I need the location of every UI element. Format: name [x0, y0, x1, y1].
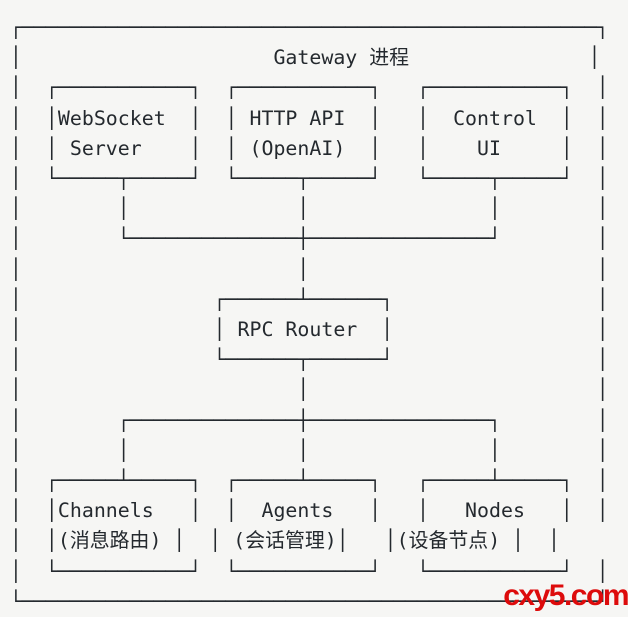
diagram-line: │ │ Server │ │ (OpenAI) │ │ UI │ │	[10, 136, 609, 160]
diagram-line: │ ┌───────────┐ ┌───────────┐ ┌─────────…	[10, 76, 609, 100]
diagram-line: │ │Channels │ │ Agents │ │ Nodes │ │	[10, 499, 609, 523]
diagram-line: │ └──────┬──────┘ │	[10, 348, 609, 372]
diagram-line: ┌───────────────────────────────────────…	[10, 16, 609, 39]
diagram-line: │ │ │ │ │	[10, 197, 609, 221]
diagram-line: │ │WebSocket │ │ HTTP API │ │ Control │ …	[10, 106, 609, 130]
diagram-line: │ │ │	[10, 257, 609, 281]
diagram-line: │ │ │ │ │	[10, 438, 609, 462]
diagram-line: │ └──────────────┼───────────────┘ │	[10, 227, 609, 251]
diagram-line: │ ┌──────┴──────┐ │	[10, 287, 609, 311]
diagram-line: │ │(消息路由) │ │ (会话管理)│ │(设备节点) │ │	[10, 529, 561, 553]
diagram-line: │ │ │	[10, 378, 609, 402]
diagram-line: │ ┌──────────────┼───────────────┐ │	[10, 408, 609, 432]
diagram-line: │ Gateway 进程 │	[10, 46, 601, 70]
diagram-line: │ └─────┬─────┘ └─────┬─────┘ └─────┬───…	[10, 167, 609, 191]
diagram-line: └───────────────────────────────────────…	[10, 589, 609, 613]
watermark-link[interactable]: cxy5.com	[503, 579, 628, 612]
diagram-line: │ │ RPC Router │ │	[10, 318, 609, 342]
diagram-line: │ ┌─────┴─────┐ ┌─────┴─────┐ ┌─────┴───…	[10, 469, 609, 493]
diagram-line: │ └───────────┘ └───────────┘ └─────────…	[10, 559, 609, 583]
